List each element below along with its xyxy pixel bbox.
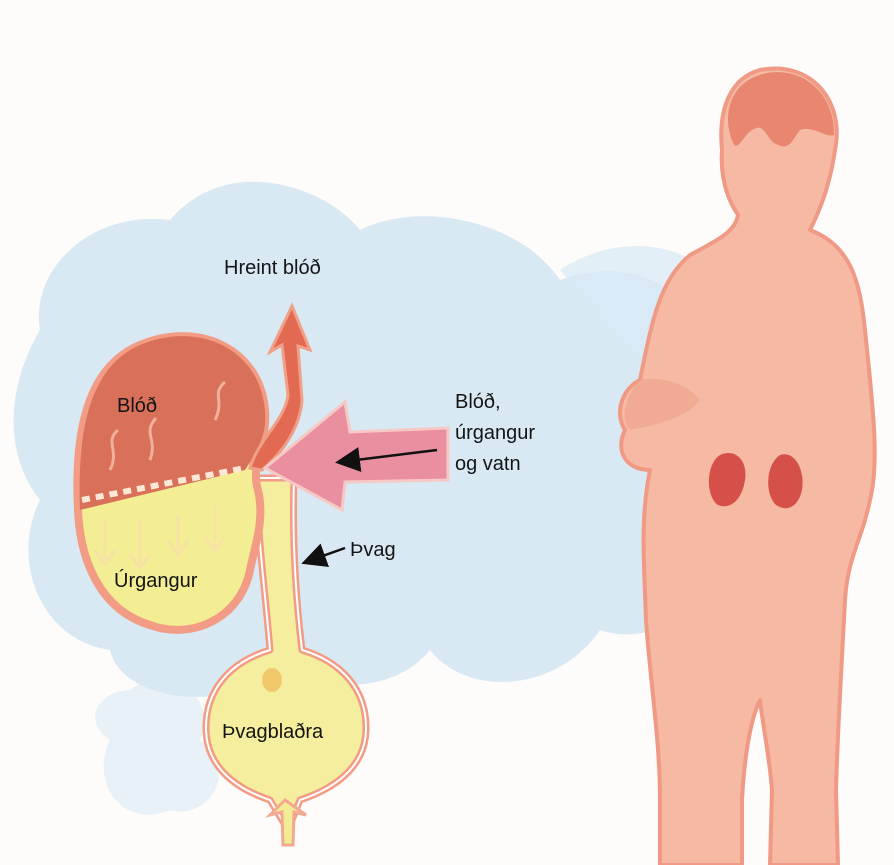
blood-label: Blóð bbox=[117, 391, 157, 422]
inflow-label-line-3: og vatn bbox=[455, 449, 535, 480]
bladder-label: Þvagblaðra bbox=[222, 717, 323, 748]
person-illustration bbox=[620, 68, 875, 865]
inflow-label-line-2: úrgangur bbox=[455, 418, 535, 449]
urine-label: Þvag bbox=[350, 535, 396, 566]
clean-blood-label: Hreint blóð bbox=[224, 253, 321, 284]
inflow-label: Blóð, úrgangur og vatn bbox=[455, 387, 535, 480]
waste-label: Úrgangur bbox=[114, 566, 197, 597]
inflow-label-line-1: Blóð, bbox=[455, 387, 535, 418]
